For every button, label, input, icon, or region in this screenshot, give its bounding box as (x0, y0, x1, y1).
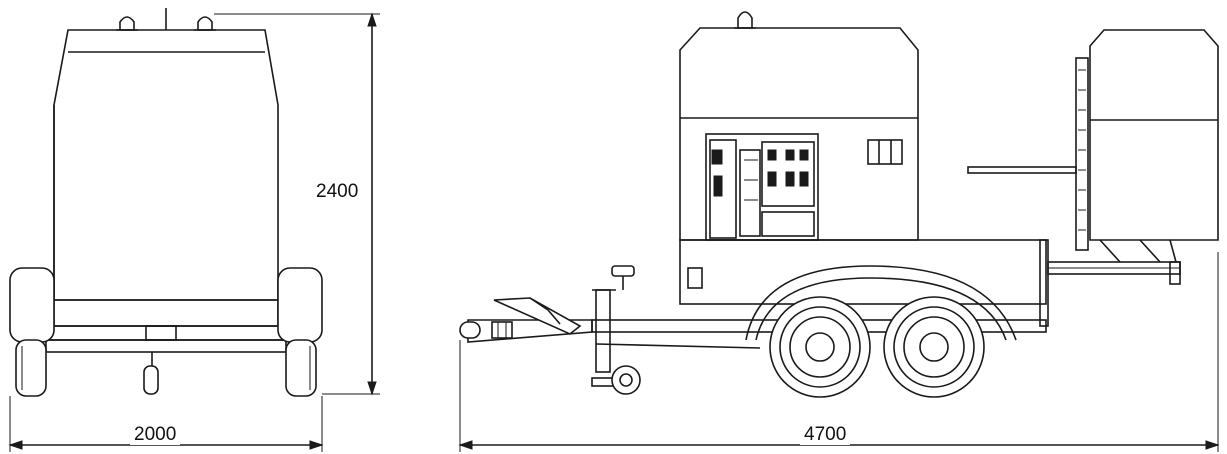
axle-wheel-1 (769, 296, 871, 398)
right-wheel (285, 339, 317, 397)
beacon-icon (734, 11, 756, 29)
side-view (458, 11, 1220, 452)
left-fender (9, 267, 55, 343)
control-panel (705, 133, 819, 241)
length-dimension-label: 4700 (800, 425, 851, 445)
jockey-wheel (143, 365, 159, 395)
right-fender (277, 267, 323, 343)
width-dimension-label: 2000 (130, 425, 181, 445)
beacon-icon (116, 16, 138, 31)
jockey-wheel (591, 265, 641, 395)
handbrake-lever (493, 297, 582, 335)
rear-unit (967, 29, 1219, 285)
generator-canopy-front (53, 29, 279, 301)
side-hatch (687, 267, 703, 289)
left-wheel (15, 339, 47, 397)
beacon-icon (194, 16, 216, 31)
front-view (8, 8, 380, 452)
axle-wheel-2 (883, 296, 985, 398)
louvre (867, 139, 903, 165)
height-dimension-label: 2400 (312, 182, 363, 202)
